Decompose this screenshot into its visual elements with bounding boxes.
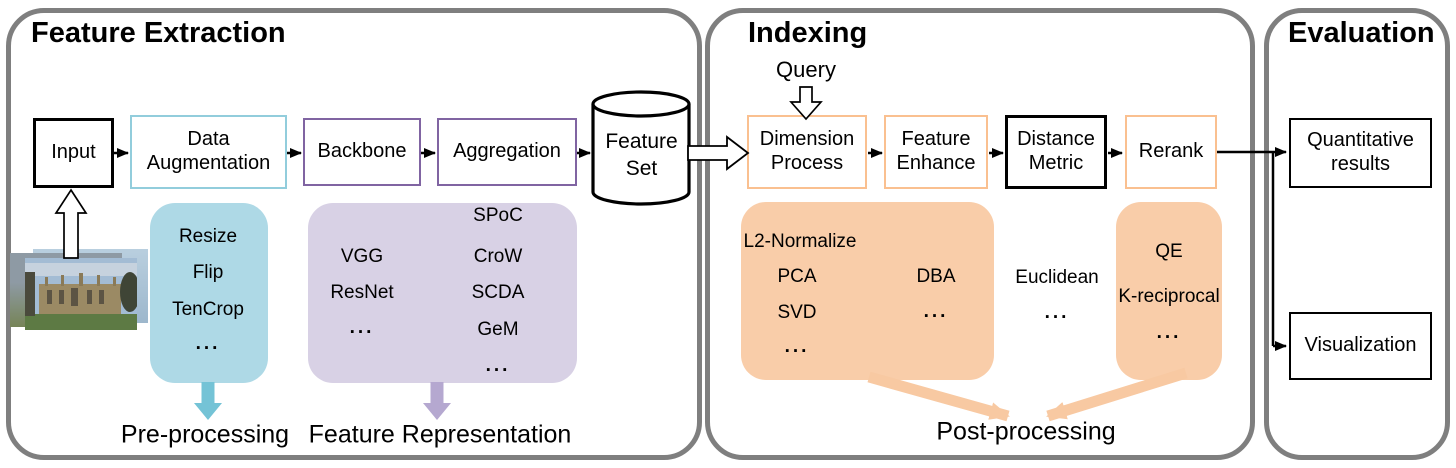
- rerank-method-ellipsis: ...: [1156, 322, 1182, 343]
- dimension-methods-pill: [741, 202, 994, 380]
- visualization-box: Visualization: [1289, 312, 1432, 380]
- feature-extraction-title: Feature Extraction: [31, 17, 286, 49]
- input-box: Input: [33, 118, 114, 188]
- distance-metric-box: Distance Metric: [1005, 115, 1107, 189]
- aggregation-item: GeM: [477, 319, 519, 340]
- rerank-label: Rerank: [1138, 140, 1204, 163]
- preprocess-item: TenCrop: [172, 299, 244, 320]
- preprocess-item-ellipsis: ...: [195, 333, 221, 354]
- distance-method-ellipsis: ...: [1044, 302, 1070, 323]
- preprocess-pill: [150, 203, 268, 383]
- rerank-methods-pill: [1116, 202, 1222, 380]
- dimension-process-label: Dimension Process: [759, 128, 855, 174]
- preprocess-item: Flip: [192, 262, 224, 283]
- indexing-panel: [705, 8, 1255, 460]
- feature-extraction-panel: [6, 8, 702, 460]
- backbone-item: VGG: [340, 246, 384, 267]
- feature-enhance-box: Feature Enhance: [884, 115, 988, 189]
- dimension-method: PCA: [777, 266, 817, 287]
- aggregation-item: SCDA: [471, 282, 525, 303]
- aggregation-item: CroW: [473, 246, 523, 267]
- preprocess-item: Resize: [178, 226, 238, 247]
- evaluation-panel: [1264, 8, 1450, 460]
- backbone-item: ResNet: [330, 282, 394, 303]
- dimension-method-header: L2-Normalize: [743, 231, 857, 252]
- backbone-box: Backbone: [303, 118, 421, 186]
- rerank-method: QE: [1155, 241, 1183, 262]
- input-label: Input: [51, 141, 96, 164]
- feature-representation-caption: Feature Representation: [308, 420, 572, 449]
- indexing-title: Indexing: [748, 17, 868, 49]
- visualization-label: Visualization: [1304, 334, 1417, 357]
- rerank-method: K-reciprocal: [1118, 286, 1220, 307]
- dimension-method: SVD: [777, 302, 817, 323]
- distance-metric-label: Distance Metric: [1017, 128, 1095, 174]
- feature-representation-pill: [308, 203, 577, 383]
- backbone-label: Backbone: [317, 140, 407, 163]
- evaluation-title: Evaluation: [1288, 17, 1435, 49]
- feature-enhance-label: Feature Enhance: [896, 128, 976, 174]
- backbone-item-ellipsis: ...: [349, 317, 375, 338]
- quantitative-results-box: Quantitative results: [1289, 118, 1432, 188]
- aggregation-item: SPoC: [473, 205, 523, 226]
- dimension-process-box: Dimension Process: [747, 115, 867, 189]
- enhance-method: DBA: [916, 266, 956, 287]
- data-augmentation-box: Data Augmentation: [130, 115, 287, 189]
- enhance-method-ellipsis: ...: [923, 301, 949, 322]
- aggregation-label: Aggregation: [453, 140, 561, 163]
- rerank-box: Rerank: [1125, 115, 1217, 189]
- postprocessing-caption: Post-processing: [936, 417, 1116, 446]
- aggregation-box: Aggregation: [437, 118, 577, 186]
- data-augmentation-label: Data Augmentation: [146, 128, 271, 174]
- quantitative-results-label: Quantitative results: [1307, 129, 1414, 175]
- feature-set-label: Feature Set: [605, 129, 678, 180]
- dimension-method-ellipsis: ...: [784, 336, 810, 357]
- photo-front-icon: [25, 258, 140, 330]
- aggregation-item-ellipsis: ...: [485, 355, 511, 376]
- preprocessing-caption: Pre-processing: [120, 420, 290, 449]
- distance-method: Euclidean: [1015, 267, 1099, 288]
- query-label: Query: [776, 57, 836, 82]
